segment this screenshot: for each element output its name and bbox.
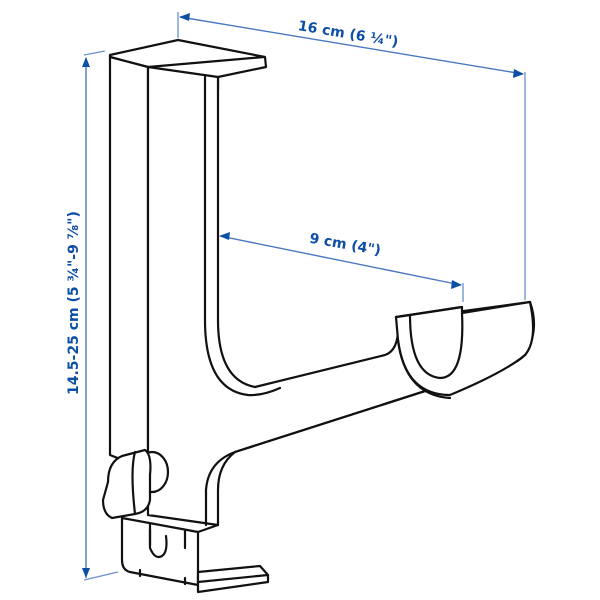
- height-label: 14.5-25 cm (5 ¾"-9 ⅞"): [66, 211, 82, 395]
- arrowhead-up-icon: [82, 57, 90, 67]
- width-label: 16 cm (6 ¼"): [297, 18, 400, 50]
- set-screw-knob: [101, 448, 170, 520]
- rod-cradle: [394, 300, 535, 400]
- dimension-height: 14.5-25 cm (5 ¾"-9 ⅞"): [66, 50, 119, 581]
- bracket-illustration: [101, 38, 536, 594]
- dimension-depth: 9 cm (4"): [219, 231, 464, 302]
- bracket-back-plate: [108, 55, 150, 472]
- arrowhead-left-icon: [179, 13, 190, 21]
- arrowhead-right-icon: [451, 280, 462, 289]
- arrowhead-left-icon: [219, 232, 230, 240]
- arrowhead-right-icon: [513, 69, 524, 78]
- depth-label: 9 cm (4"): [308, 231, 382, 259]
- clamp-block: [120, 516, 270, 594]
- arrowhead-down-icon: [82, 568, 90, 578]
